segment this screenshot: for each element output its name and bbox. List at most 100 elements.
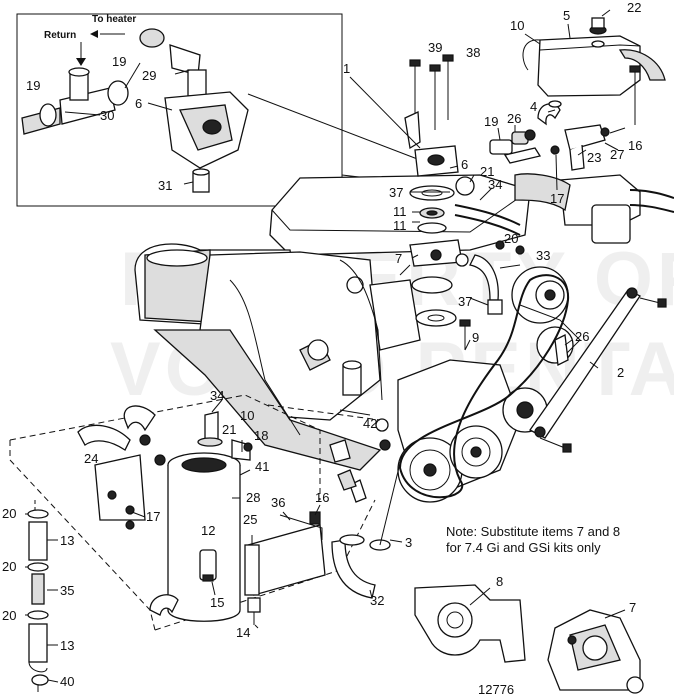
hose-stack-left xyxy=(25,500,59,692)
callout-35: 35 xyxy=(60,583,74,598)
alt-part-7 xyxy=(547,609,644,694)
callout-34-top: 34 xyxy=(488,177,502,192)
callout-20-c: 20 xyxy=(2,608,16,623)
callout-27: 27 xyxy=(610,147,624,162)
hose-32-group xyxy=(331,454,403,599)
callout-16-left: 16 xyxy=(315,490,329,505)
inset-link-line xyxy=(247,93,421,161)
callout-8: 8 xyxy=(496,574,503,589)
inset-callout-31: 31 xyxy=(158,178,172,193)
hose-19 xyxy=(489,139,513,155)
callout-34-left: 34 xyxy=(210,388,224,403)
callout-17-top: 17 xyxy=(550,191,564,206)
inset-callout-6: 6 xyxy=(135,96,142,111)
coolant-reservoir-group xyxy=(489,17,674,244)
fitting-26-right xyxy=(554,334,569,366)
callout-4: 4 xyxy=(530,99,537,114)
callout-20-a: 20 xyxy=(2,506,16,521)
callout-20-top: 20 xyxy=(504,231,518,246)
clamp-20-a xyxy=(27,509,49,519)
gasket-37 xyxy=(409,185,455,201)
callout-36: 36 xyxy=(271,495,285,510)
callout-33: 33 xyxy=(536,248,550,263)
callout-15: 15 xyxy=(210,595,224,610)
bracket-24 xyxy=(94,454,146,521)
plug-40 xyxy=(31,674,49,686)
clamp-19-right xyxy=(107,80,129,106)
inset-detail: Return To heater 19 19 29 6 30 31 xyxy=(16,13,343,207)
callout-21-top: 21 xyxy=(480,164,494,179)
callout-22: 22 xyxy=(627,0,641,15)
callout-40: 40 xyxy=(60,674,74,689)
callout-32: 32 xyxy=(370,593,384,608)
bracket-23 xyxy=(564,124,606,151)
filter-housing-28 xyxy=(167,465,241,622)
hose-32 xyxy=(331,539,376,599)
callout-11-b: 11 xyxy=(393,218,407,233)
callout-21-left: 21 xyxy=(222,422,236,437)
fuel-filter xyxy=(591,204,631,244)
callout-7-top: 7 xyxy=(395,251,402,266)
serpentine-belt xyxy=(398,274,570,499)
bracket-2 xyxy=(529,287,667,453)
callout-13-b: 13 xyxy=(60,638,74,653)
inset-callout-19b: 19 xyxy=(112,54,126,69)
callout-10-top: 10 xyxy=(510,18,524,33)
callout-19: 19 xyxy=(484,114,498,129)
callout-10-left: 10 xyxy=(240,408,254,423)
callout-16-top: 16 xyxy=(628,138,642,153)
note-line-1: Note: Substitute items 7 and 8 xyxy=(446,524,620,539)
heater-arrow-icon xyxy=(90,30,98,38)
leader-1 xyxy=(349,76,421,149)
alt-part-8 xyxy=(414,584,526,663)
callout-42: 42 xyxy=(363,416,377,431)
thermostat-stack xyxy=(404,54,525,350)
note-line-2: for 7.4 Gi and GSi kits only xyxy=(446,540,601,555)
return-label: Return xyxy=(44,30,76,41)
hose-13-a xyxy=(28,521,48,561)
seal-11 xyxy=(417,222,447,234)
callout-41: 41 xyxy=(255,459,269,474)
callout-14: 14 xyxy=(236,625,250,640)
callout-37-top: 37 xyxy=(389,185,403,200)
elbow-4 xyxy=(537,103,561,126)
callout-1: 1 xyxy=(343,61,350,76)
callout-2: 2 xyxy=(617,365,624,380)
callout-17-left: 17 xyxy=(146,509,160,524)
plug-21 xyxy=(455,176,475,196)
pipe-35 xyxy=(31,573,45,605)
return-arrow-icon xyxy=(76,58,86,66)
callout-5: 5 xyxy=(563,8,570,23)
callout-18: 18 xyxy=(254,428,268,443)
callout-39: 39 xyxy=(428,40,442,55)
callout-37-right: 37 xyxy=(458,294,472,309)
figure-number: 12776 xyxy=(478,682,514,697)
heater-label: To heater xyxy=(92,14,136,25)
hose-13-b xyxy=(28,623,48,663)
inset-callout-19a: 19 xyxy=(26,78,40,93)
callout-20-b: 20 xyxy=(2,559,16,574)
callout-3: 3 xyxy=(405,535,412,550)
reservoir-tank-5 xyxy=(537,35,641,97)
clamp-20-c xyxy=(27,610,49,620)
inset-callout-29: 29 xyxy=(142,68,156,83)
callout-26-top: 26 xyxy=(507,111,521,126)
clamp-19-left xyxy=(39,103,57,127)
callout-7-bottom: 7 xyxy=(629,600,636,615)
callout-6: 6 xyxy=(461,157,468,172)
callout-26-right: 26 xyxy=(575,329,589,344)
inset-frame xyxy=(16,13,343,207)
callout-11-a: 11 xyxy=(393,204,407,219)
callout-12: 12 xyxy=(201,523,215,538)
hose-10-top xyxy=(522,39,541,71)
clamp-20-b xyxy=(27,562,49,572)
inset-callout-30: 30 xyxy=(100,108,114,123)
callout-9: 9 xyxy=(472,330,479,345)
clamp-25 xyxy=(244,544,260,596)
callout-23: 23 xyxy=(587,150,601,165)
callout-24: 24 xyxy=(84,451,98,466)
callout-28: 28 xyxy=(246,490,260,505)
callout-38: 38 xyxy=(466,45,480,60)
